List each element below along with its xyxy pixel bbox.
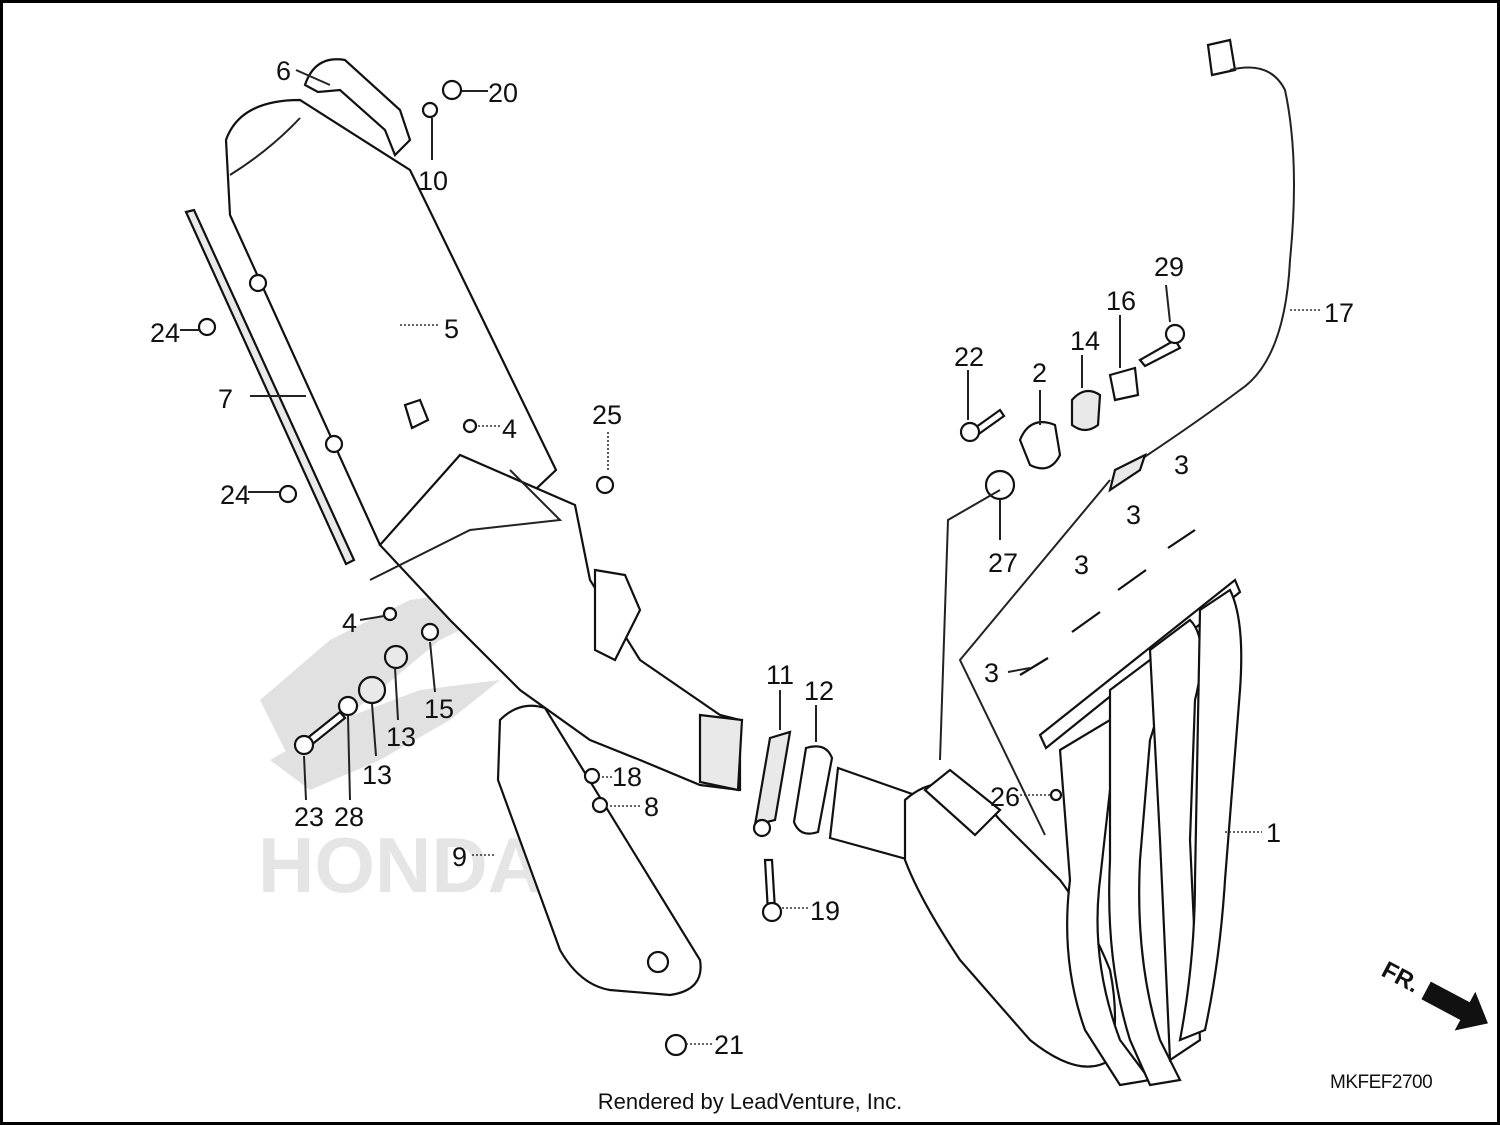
label-24a: 24 bbox=[150, 318, 180, 348]
watermark-wordmark: HONDA bbox=[258, 821, 544, 909]
part-29-bolt bbox=[1138, 338, 1182, 368]
front-direction-arrow: FR. bbox=[1377, 956, 1488, 1031]
part-2-holder bbox=[1018, 421, 1062, 470]
label-27: 27 bbox=[988, 548, 1018, 578]
part-14-grommet bbox=[1070, 389, 1102, 432]
label-25: 25 bbox=[592, 400, 622, 430]
part-8-nut bbox=[591, 796, 609, 814]
label-3b: 3 bbox=[1126, 500, 1141, 530]
part-4-nut-lower bbox=[382, 606, 398, 622]
label-16: 16 bbox=[1106, 286, 1136, 316]
part-6-bracket bbox=[303, 58, 412, 157]
label-22: 22 bbox=[954, 342, 984, 372]
label-3a: 3 bbox=[1174, 450, 1189, 480]
part-3-stud-b bbox=[1117, 569, 1147, 591]
label-1: 1 bbox=[1266, 818, 1281, 848]
label-2: 2 bbox=[1032, 358, 1047, 388]
label-10: 10 bbox=[418, 166, 448, 196]
label-8: 8 bbox=[644, 792, 659, 822]
part-11-clamp bbox=[753, 730, 792, 827]
part-7-strip bbox=[184, 208, 356, 566]
label-23: 23 bbox=[294, 802, 324, 832]
label-3d: 3 bbox=[984, 658, 999, 688]
watermark-logo: HONDA bbox=[258, 590, 544, 909]
label-19: 19 bbox=[810, 896, 840, 926]
part-26-nut bbox=[1049, 788, 1063, 802]
part-27-washer bbox=[984, 469, 1016, 501]
label-29: 29 bbox=[1154, 252, 1184, 282]
label-20: 20 bbox=[488, 78, 518, 108]
label-13a: 13 bbox=[386, 722, 416, 752]
part-labels: 1 2 3 3 3 3 4 4 5 6 7 8 9 10 11 12 13 13… bbox=[150, 56, 1354, 1060]
part-16-plate bbox=[1108, 366, 1140, 402]
part-10-washer bbox=[421, 101, 439, 119]
part-15-collar bbox=[420, 622, 440, 642]
part-28-washer bbox=[337, 695, 359, 717]
leader-lines bbox=[180, 69, 1322, 1045]
label-4a: 4 bbox=[502, 414, 517, 444]
part-13-rubber-b bbox=[357, 675, 387, 705]
label-4b: 4 bbox=[342, 608, 357, 638]
part-1-exhaust-header bbox=[903, 578, 1243, 1087]
footer-credit: Rendered by LeadVenture, Inc. bbox=[597, 1089, 903, 1114]
label-11: 11 bbox=[766, 660, 794, 690]
label-24b: 24 bbox=[220, 480, 250, 510]
label-6: 6 bbox=[276, 56, 291, 86]
part-21-bolt bbox=[664, 1033, 688, 1057]
part-25-nut bbox=[595, 475, 615, 495]
part-18-nut bbox=[583, 767, 601, 785]
label-9: 9 bbox=[452, 842, 467, 872]
label-14: 14 bbox=[1070, 326, 1100, 356]
label-7: 7 bbox=[218, 384, 233, 414]
part-4-nut-upper bbox=[462, 418, 478, 434]
label-28: 28 bbox=[334, 802, 364, 832]
part-3-stud-d bbox=[1019, 657, 1049, 676]
label-18: 18 bbox=[612, 762, 642, 792]
label-15: 15 bbox=[424, 694, 454, 724]
front-direction-label: FR. bbox=[1377, 956, 1424, 998]
label-5: 5 bbox=[444, 314, 459, 344]
part-24-nut-upper bbox=[197, 317, 217, 337]
part-24-nut-lower bbox=[278, 484, 298, 504]
label-21: 21 bbox=[714, 1030, 744, 1060]
part-13-rubber-a bbox=[383, 644, 409, 670]
label-12: 12 bbox=[804, 676, 834, 706]
arrow-icon bbox=[1421, 981, 1488, 1031]
label-13b: 13 bbox=[362, 760, 392, 790]
part-9-heat-guard bbox=[496, 704, 702, 997]
label-26: 26 bbox=[990, 782, 1020, 812]
label-3c: 3 bbox=[1074, 550, 1089, 580]
part-3-stud-a bbox=[1167, 529, 1196, 549]
part-3-stud-c bbox=[1071, 611, 1101, 633]
label-17: 17 bbox=[1324, 298, 1354, 328]
part-12-gasket bbox=[792, 745, 834, 835]
diagram-code: MKFEF2700 bbox=[1330, 1072, 1433, 1093]
part-20-grommet bbox=[441, 79, 463, 101]
part-17-o2-sensor-lead bbox=[1206, 38, 1237, 77]
part-17-cable bbox=[1139, 66, 1295, 461]
